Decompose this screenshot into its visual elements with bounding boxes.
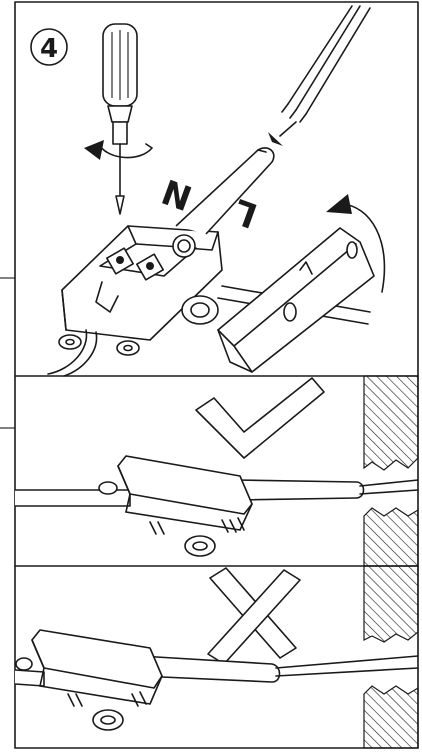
connector-lid — [217, 227, 375, 373]
connector-body — [47, 225, 371, 377]
panel-incorrect — [14, 565, 419, 749]
check-mark-icon — [195, 377, 325, 459]
wall-hatched — [363, 375, 419, 567]
step-badge: 4 — [30, 28, 68, 66]
panel-correct — [15, 375, 419, 567]
rotate-arrow-icon — [84, 140, 153, 160]
wall-hatched-2 — [363, 565, 419, 749]
mains-cable-2 — [14, 669, 45, 687]
screwdriver-icon — [102, 23, 138, 215]
cross-mark-icon — [207, 567, 301, 665]
diagram-frame — [14, 1, 419, 749]
lid-rotate-arrow-icon — [326, 194, 386, 293]
insert-arrow-icon — [268, 121, 297, 146]
mains-cable — [15, 489, 131, 507]
step-number: 4 — [40, 34, 58, 64]
cable-sleeve — [175, 147, 275, 235]
panel-install: 4 — [30, 5, 386, 377]
connector-closed-2 — [15, 629, 163, 731]
connector-closed — [98, 455, 253, 557]
incoming-wires — [281, 5, 371, 123]
